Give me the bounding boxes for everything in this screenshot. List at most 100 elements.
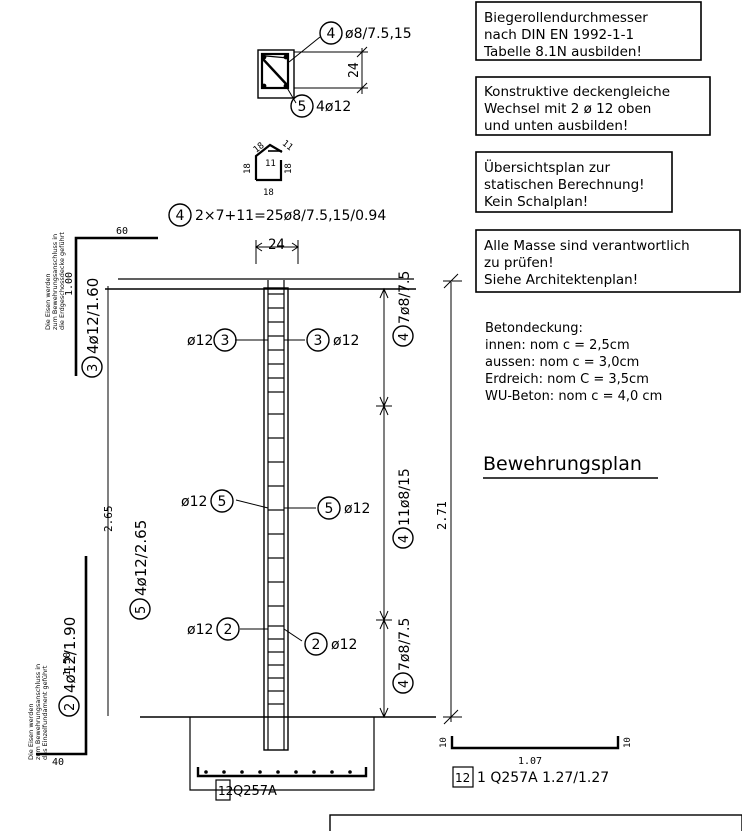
position-marker: [319, 21, 343, 45]
note2-line1: Konstruktive deckengleiche: [484, 84, 670, 100]
column-pos3-right: 3: [314, 333, 323, 349]
column-pos2-right: 2: [312, 637, 321, 653]
rebar-dot: [261, 83, 267, 89]
bar3-length: 1.00: [64, 272, 75, 296]
note1-line1: Biegerollendurchmesser: [484, 10, 648, 26]
position-marker: [306, 328, 330, 352]
stirrup-shape-pos: 4: [176, 208, 185, 224]
position-marker: [210, 489, 234, 513]
column-dia-5-right: ø12: [344, 501, 370, 517]
mesh-bar-dot: [204, 770, 208, 774]
stirrup-dim-right: 18: [284, 163, 294, 174]
zone1-pos: 4: [397, 333, 412, 341]
position-marker: [213, 328, 237, 352]
bar2-pos: 2: [63, 703, 78, 711]
concrete-cover-notes: Betondeckung: innen: nom c = 2,5cm ausse…: [485, 321, 662, 404]
bar3-pos: 3: [86, 364, 101, 372]
stirrup-dim-left: 18: [243, 163, 253, 174]
column-elevation: 24 ø12 3 3 ø12 ø12 5 5 ø12 ø12 2: [105, 237, 462, 751]
column-height-dim: 2.71: [435, 501, 449, 530]
note3-line2: statischen Berechnung!: [484, 177, 645, 193]
bar-5-detail: 2.65 5 4ø12/2.65: [102, 286, 151, 716]
bar-2-detail: 40 1.50 Die Eisen werden zum Bewehrungsa…: [27, 556, 88, 768]
column-pos3-left: 3: [221, 333, 230, 349]
position-marker: [216, 617, 240, 641]
note4-line2: zu prüfen!: [484, 255, 554, 271]
section-stirrup-label: ø8/7.5,15: [345, 26, 412, 42]
mesh-bar-dot: [348, 770, 352, 774]
cover-line2: innen: nom c = 2,5cm: [485, 338, 630, 353]
note4-line3: Siehe Architektenplan!: [484, 272, 638, 288]
mesh-detail: 10 10 1.07 12 1 Q257A 1.27/1.27: [439, 736, 633, 788]
bar2-note-3: das Einzelfundament geführt: [41, 665, 49, 760]
column-width-dim: 24: [268, 237, 285, 253]
section-bars-label: 4ø12: [316, 99, 351, 115]
bar2-length: 1.50: [62, 652, 73, 676]
position-marker: [392, 325, 414, 347]
zone3-label: 7ø8/7.5: [397, 618, 413, 671]
note-box-bending-diameter: Biegerollendurchmesser nach DIN EN 1992-…: [475, 1, 702, 61]
rebar-dot: [283, 54, 289, 60]
note1-line2: nach DIN EN 1992-1-1: [484, 27, 634, 43]
title-block: [329, 814, 742, 831]
mesh-bar-dot: [240, 770, 244, 774]
stirrup-shape: 18 11 11 18 18 18 4 2×7+11=25ø8/7.5,15/0…: [168, 139, 386, 227]
cover-line4: Erdreich: nom C = 3,5cm: [485, 372, 649, 387]
mesh-dim-length: 1.07: [518, 756, 542, 767]
mesh-bar-dot: [258, 770, 262, 774]
zone1-label: 7ø8/7.5: [397, 271, 413, 324]
column-pos5-right: 5: [325, 501, 334, 517]
bar-3-detail: 60 1.00 Die Eisen werden zum Bewehrungsa…: [44, 226, 158, 378]
position-marker: [317, 496, 341, 520]
bar3-note-3: die Erdgeschossdecke geführt: [58, 232, 66, 330]
mesh-bar-dot: [276, 770, 280, 774]
zone2-label: 11ø8/15: [397, 468, 413, 526]
mesh-bar-dot: [312, 770, 316, 774]
stirrup-dim-bottom: 18: [263, 188, 274, 198]
note-box-dimensions: Alle Masse sind verantwortlich zu prüfen…: [475, 229, 741, 293]
bar5-pos: 5: [134, 606, 149, 614]
column-pos2-left: 2: [224, 622, 233, 638]
column-dia-3-left: ø12: [187, 333, 213, 349]
position-marker: [58, 695, 80, 717]
note-box-alternation: Konstruktive deckengleiche Wechsel mit 2…: [475, 76, 711, 136]
footing: 12 Q257A: [189, 717, 375, 801]
mesh-dim-left: 10: [439, 737, 449, 748]
mesh-label: 1 Q257A 1.27/1.27: [477, 770, 609, 786]
bar3-label: 4ø12/1.60: [84, 278, 102, 354]
mesh-pos: 12: [455, 771, 470, 785]
position-marker: [304, 632, 328, 656]
mesh-dim-right: 10: [623, 737, 633, 748]
position-marker: [129, 598, 151, 620]
mesh-bar-dot: [222, 770, 226, 774]
section-stirrup-pos: 4: [327, 26, 336, 42]
bar2-label: 4ø12/1.90: [61, 617, 79, 693]
column-dia-5-left: ø12: [181, 494, 207, 510]
bar2-note-2: zum Bewehrungsanschluss in: [34, 664, 42, 760]
column-pos5-left: 5: [218, 494, 227, 510]
stirrup-ticks: [268, 293, 284, 705]
note3-line3: Kein Schalplan!: [484, 194, 588, 210]
bar2-note-1: Die Eisen werden: [27, 704, 35, 760]
position-marker: [290, 94, 314, 118]
note3-line1: Übersichtsplan zur: [484, 158, 610, 176]
mesh-bar-dot: [330, 770, 334, 774]
stirrup-shape-label: 2×7+11=25ø8/7.5,15/0.94: [195, 208, 386, 224]
note4-line1: Alle Masse sind verantwortlich: [484, 238, 690, 254]
footing-mesh-pos: 12: [218, 784, 233, 798]
cover-line3: aussen: nom c = 3,0cm: [485, 355, 639, 370]
column-cross-section: 4 ø8/7.5,15 24 5 4ø12: [257, 21, 412, 118]
footing-mesh-label: Q257A: [233, 784, 277, 799]
position-marker: [168, 203, 192, 227]
bar5-side-dim: 2.65: [102, 506, 115, 533]
bar3-note-2: zum Bewehrungsanschluss in: [51, 234, 59, 330]
bar3-note-1: Die Eisen werden: [44, 274, 52, 330]
section-bars-pos: 5: [298, 99, 307, 115]
mesh-bar-dot: [294, 770, 298, 774]
bar3-top-leg: 60: [116, 226, 128, 237]
plan-title: Bewehrungsplan: [483, 453, 658, 479]
stirrup-dim-inner: 11: [265, 159, 276, 169]
column-dia-2-left: ø12: [187, 622, 213, 638]
zone2-pos: 4: [397, 535, 412, 543]
